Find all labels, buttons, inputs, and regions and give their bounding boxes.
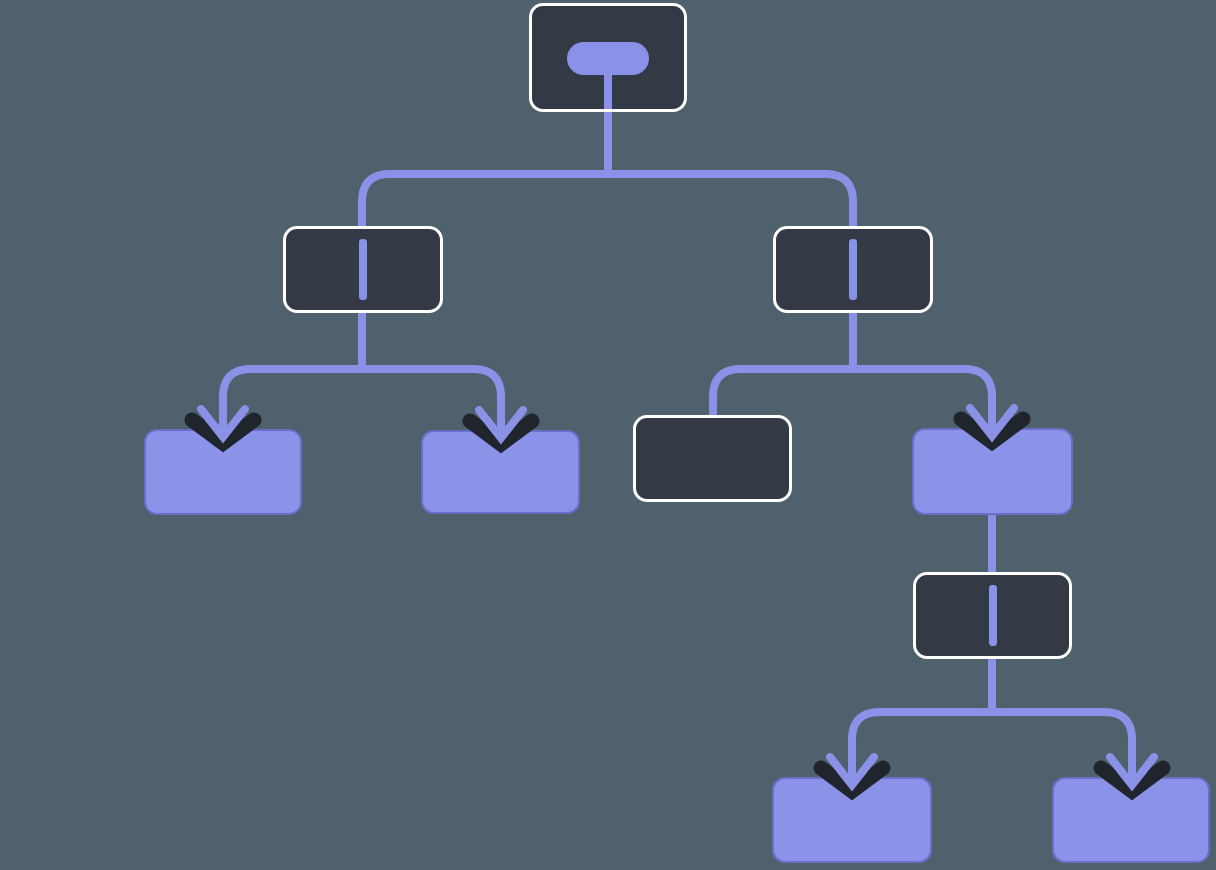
connector-left-branch-to-leaves xyxy=(219,311,505,424)
passthrough-line xyxy=(359,239,367,300)
arrow-into-leaf-2[interactable] xyxy=(462,390,540,454)
branch-node-lower[interactable] xyxy=(913,572,1072,659)
root-pill-stem xyxy=(604,68,612,109)
passthrough-line xyxy=(988,585,997,646)
arrow-down-icon xyxy=(475,390,527,445)
arrow-into-leaf-3[interactable] xyxy=(953,388,1031,452)
arrow-into-leaf-4[interactable] xyxy=(813,737,891,801)
root-node[interactable] xyxy=(529,3,687,112)
arrow-down-icon xyxy=(826,737,878,792)
connector-right-branch-children xyxy=(709,311,996,422)
arrow-into-leaf-5[interactable] xyxy=(1093,737,1171,801)
arrow-into-leaf-1[interactable] xyxy=(184,389,262,453)
dark-child-node[interactable] xyxy=(633,415,792,502)
branch-node-left[interactable] xyxy=(283,226,443,313)
arrow-down-icon xyxy=(1106,737,1158,792)
arrow-down-icon xyxy=(197,389,249,444)
arrow-down-icon xyxy=(966,388,1018,443)
passthrough-line xyxy=(849,239,857,300)
branch-node-right[interactable] xyxy=(773,226,933,313)
connector-lower-branch-to-leaves xyxy=(848,657,1136,771)
connector-root-to-branches xyxy=(358,111,857,230)
